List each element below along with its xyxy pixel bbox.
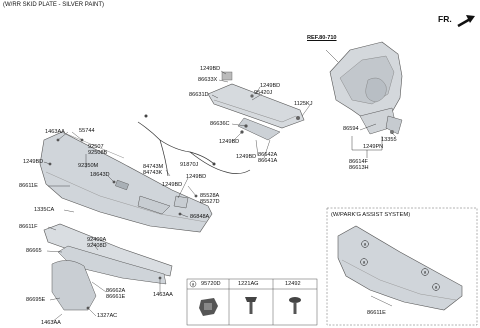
part-label[interactable]: 92508B (88, 150, 108, 156)
part-label[interactable]: 1327AC (97, 313, 118, 319)
part-label[interactable]: 1249BD (162, 182, 183, 188)
ref-label[interactable]: REF.80-710 (307, 35, 337, 41)
screw-1221AG-icon (245, 297, 257, 314)
part-label[interactable]: 86611E (367, 310, 386, 316)
part-label[interactable]: 1249BD (186, 174, 207, 180)
legend-part-12492[interactable]: 12492 (285, 281, 301, 287)
front-arrow-icon (457, 15, 475, 28)
part-label[interactable]: 92350M (78, 163, 99, 169)
svg-text:a: a (364, 242, 367, 247)
part-label[interactable]: 1249BD (219, 139, 240, 145)
part-label[interactable]: 86613H (349, 165, 369, 171)
part-label[interactable]: 92409A (87, 237, 107, 243)
diagram-header: (W/RR SKID PLATE - SILVER PAINT) (3, 2, 105, 8)
side-bracket (351, 107, 403, 158)
svg-text:a: a (363, 260, 366, 265)
front-direction-label: FR. (438, 14, 452, 24)
skid-plate (43, 223, 173, 311)
part-label[interactable]: 86642A (258, 152, 278, 158)
part-label[interactable]: 1463AA (153, 292, 173, 298)
part-label[interactable]: 1125KJ (294, 101, 313, 107)
part-label[interactable]: 1249BD (200, 66, 221, 72)
part-label[interactable]: 85527D (200, 199, 220, 205)
part-label[interactable]: 91870J (180, 162, 199, 168)
inset-sensor-marker-letters: a a a a (363, 242, 438, 290)
part-label[interactable]: 86611F (19, 224, 38, 230)
svg-text:a: a (435, 285, 438, 290)
fastener-dots (48, 124, 248, 310)
part-label[interactable]: 86633X (198, 77, 218, 83)
part-label[interactable]: 86662A (106, 288, 126, 294)
part-label[interactable]: 86665 (26, 248, 42, 254)
legend-marker-circle (189, 280, 197, 288)
part-label[interactable]: 84743K (143, 170, 163, 176)
part-label[interactable]: 86661E (106, 294, 126, 300)
svg-text:a: a (424, 270, 427, 275)
part-label[interactable]: 1249BD (23, 159, 44, 165)
part-label[interactable]: 18643D (90, 172, 110, 178)
part-label[interactable]: 86594 (343, 126, 359, 132)
part-label[interactable]: 86611E (19, 183, 38, 189)
part-label[interactable]: 86641A (258, 158, 278, 164)
inset-frame (326, 207, 478, 326)
screw-12492-icon (289, 297, 301, 314)
part-label[interactable]: 86614F (349, 159, 368, 165)
quarter-panel (325, 41, 403, 121)
inset-bumper-cover (337, 225, 463, 311)
part-label[interactable]: 55744 (79, 128, 95, 134)
legend-part-95720D[interactable]: 95720D (201, 281, 221, 287)
part-label[interactable]: 1335CA (34, 207, 55, 213)
part-label[interactable]: 85528A (200, 193, 220, 199)
part-label[interactable]: 84743M (143, 164, 164, 170)
leader-lines (43, 70, 397, 323)
part-label[interactable]: 92507 (88, 144, 104, 150)
part-label[interactable]: 1249BD (236, 154, 257, 160)
legend-table (186, 278, 318, 326)
part-label[interactable]: 86695E (26, 297, 46, 303)
part-label[interactable]: 13355 (381, 137, 397, 143)
part-label[interactable]: 95420J (254, 90, 273, 96)
inset-title: (W/PARK'G ASSIST SYSTEM) (331, 212, 411, 218)
part-label[interactable]: 1463AA (41, 320, 61, 326)
part-label[interactable]: 86848A (190, 214, 210, 220)
part-label[interactable]: 92408D (87, 243, 107, 249)
legend-part-1221AG[interactable]: 1221AG (238, 281, 259, 287)
legend-marker-letter: a (192, 282, 195, 287)
bumper-cover (39, 131, 213, 233)
part-label[interactable]: 1249PN (363, 144, 384, 150)
part-label[interactable]: 86631D (189, 92, 209, 98)
bumper-beam (207, 71, 305, 141)
part-label[interactable]: 1249BD (260, 83, 281, 89)
inset-sensor-markers (360, 240, 440, 291)
part-label[interactable]: 86636C (210, 121, 230, 127)
clip-95720D-icon (199, 298, 218, 316)
part-label[interactable]: 1463AA (45, 129, 65, 135)
